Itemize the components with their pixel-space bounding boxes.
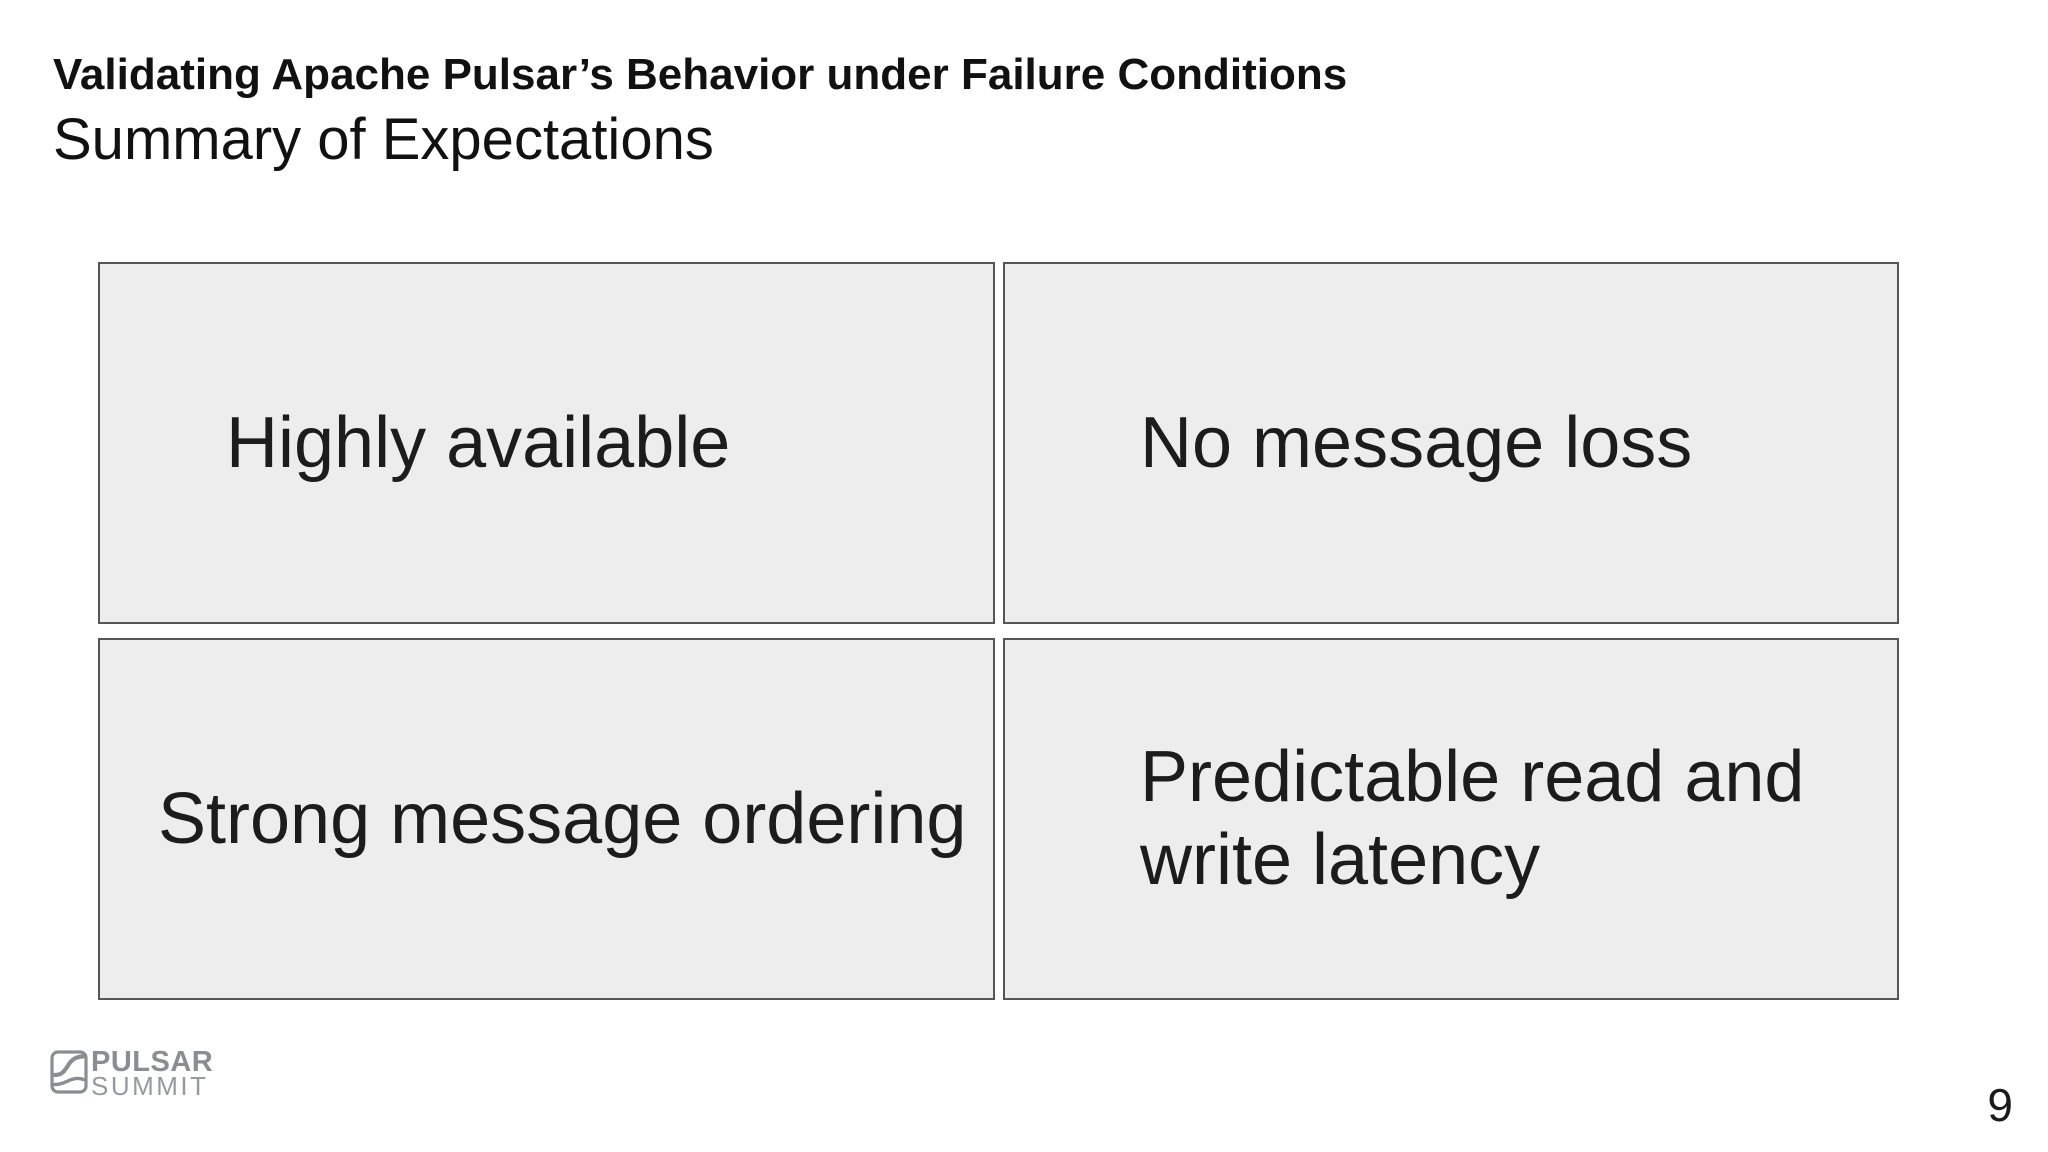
expectation-box-predictable-latency: Predictable read and write latency	[1003, 638, 1899, 1000]
slide-title: Summary of Expectations	[53, 107, 714, 173]
slide-header: Validating Apache Pulsar’s Behavior unde…	[53, 46, 1347, 175]
pulsar-summit-logo: PULSAR SUMMIT	[50, 1046, 214, 1101]
expectation-box-strong-ordering: Strong message ordering	[98, 638, 995, 1000]
logo-word-summit: SUMMIT	[91, 1071, 209, 1101]
expectation-label: Predictable read and write latency	[1140, 737, 1805, 900]
expectation-label: No message loss	[1140, 402, 1693, 483]
presentation-title: Validating Apache Pulsar’s Behavior unde…	[53, 50, 1348, 99]
pulsar-summit-logo-icon	[50, 1050, 88, 1094]
expectations-grid: Highly available No message loss Strong …	[98, 262, 1899, 1000]
expectation-box-no-message-loss: No message loss	[1003, 262, 1899, 624]
page-number: 9	[1987, 1079, 2013, 1131]
logo-wordmark: PULSAR SUMMIT	[91, 1046, 214, 1101]
expectation-box-highly-available: Highly available	[98, 262, 995, 624]
expectation-label: Highly available	[226, 402, 731, 483]
logo-word-pulsar: PULSAR	[91, 1046, 214, 1078]
expectation-label: Strong message ordering	[158, 778, 967, 859]
